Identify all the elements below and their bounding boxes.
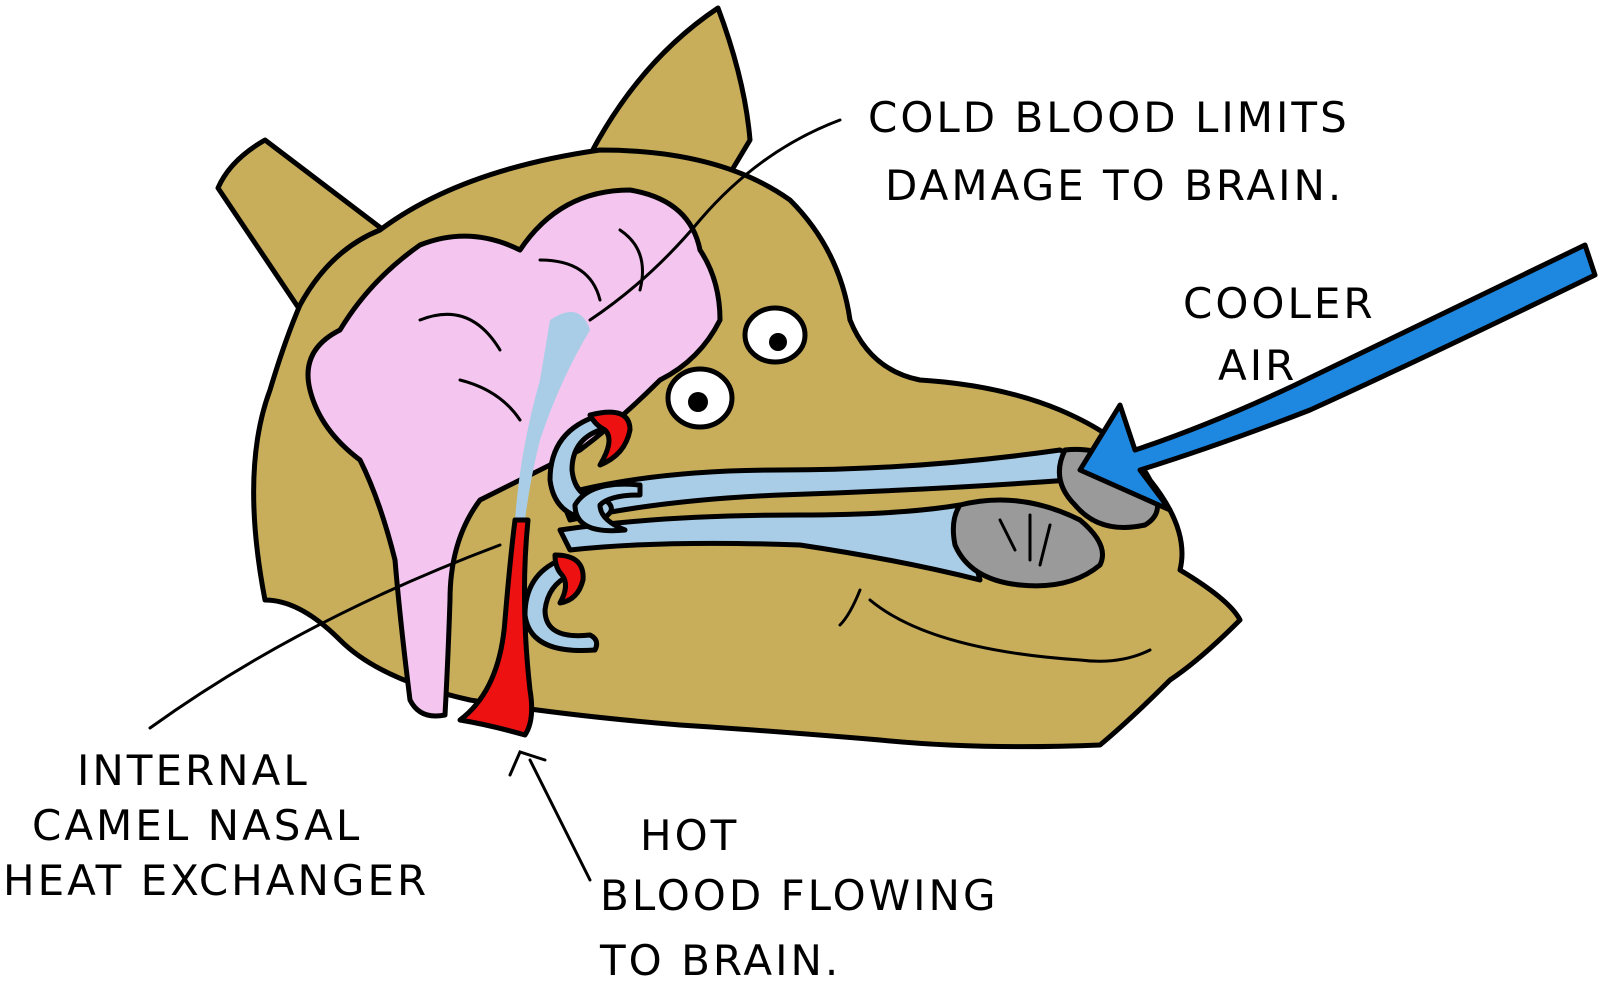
brain <box>305 187 723 719</box>
label-cooler-air: COOLER AIR <box>1183 279 1376 390</box>
eyes <box>665 305 808 430</box>
nasal-passages <box>522 409 1076 654</box>
heat-exchanger-line-3: HEAT EXCHANGER <box>3 856 429 905</box>
brain-fold-4 <box>458 378 522 422</box>
label-heat-exchanger: INTERNAL CAMEL NASAL HEAT EXCHANGER <box>3 746 429 905</box>
cold-blood-line-1: COLD BLOOD LIMITS <box>868 93 1350 142</box>
brain-fold-2 <box>418 312 502 352</box>
cool-blood-vessel <box>515 312 590 520</box>
cooler-air-line-1: COOLER <box>1183 279 1376 328</box>
cooler-air-arrow <box>1077 242 1598 513</box>
heat-exchanger-leader-line <box>148 543 502 730</box>
cold-blood-line-2: DAMAGE TO BRAIN. <box>885 161 1344 210</box>
turbinate-curl-1 <box>547 412 614 523</box>
hot-blood-line-3: TO BRAIN. <box>599 936 841 985</box>
hot-blood-line-2: BLOOD FLOWING <box>600 871 999 920</box>
right-ear <box>587 5 753 193</box>
turbinate-curl-2 <box>572 481 643 534</box>
cooler-air-line-2: AIR <box>1218 341 1297 390</box>
cold-blood-leader-line <box>588 118 842 322</box>
heat-exchanger-line-2: CAMEL NASAL <box>32 801 362 850</box>
lower-nostril <box>950 497 1105 589</box>
hot-blood-leader-arrowhead <box>508 750 547 777</box>
eye-lower-pupil <box>688 392 708 412</box>
brain-shape <box>305 187 723 719</box>
turbinate-curl-3 <box>522 557 600 654</box>
lower-nasal-passage <box>557 502 983 583</box>
hot-blood-leader-line <box>528 758 592 882</box>
brain-fold-3 <box>618 228 644 292</box>
label-hot-blood: HOT BLOOD FLOWING TO BRAIN. <box>599 811 999 985</box>
jaw-line <box>868 598 1152 663</box>
nostril-texture-3 <box>1038 523 1052 567</box>
eye-upper-pupil <box>769 333 787 351</box>
heat-exchanger-line-1: INTERNAL <box>77 746 310 795</box>
label-cold-blood: COLD BLOOD LIMITS DAMAGE TO BRAIN. <box>868 93 1350 210</box>
brain-fold-1 <box>538 258 602 302</box>
mouth-line <box>838 588 862 627</box>
red-curl-lower <box>552 552 586 606</box>
red-curl-upper <box>587 409 633 468</box>
nostril-texture-1 <box>998 518 1017 552</box>
hot-blood-line-1: HOT <box>640 811 739 860</box>
